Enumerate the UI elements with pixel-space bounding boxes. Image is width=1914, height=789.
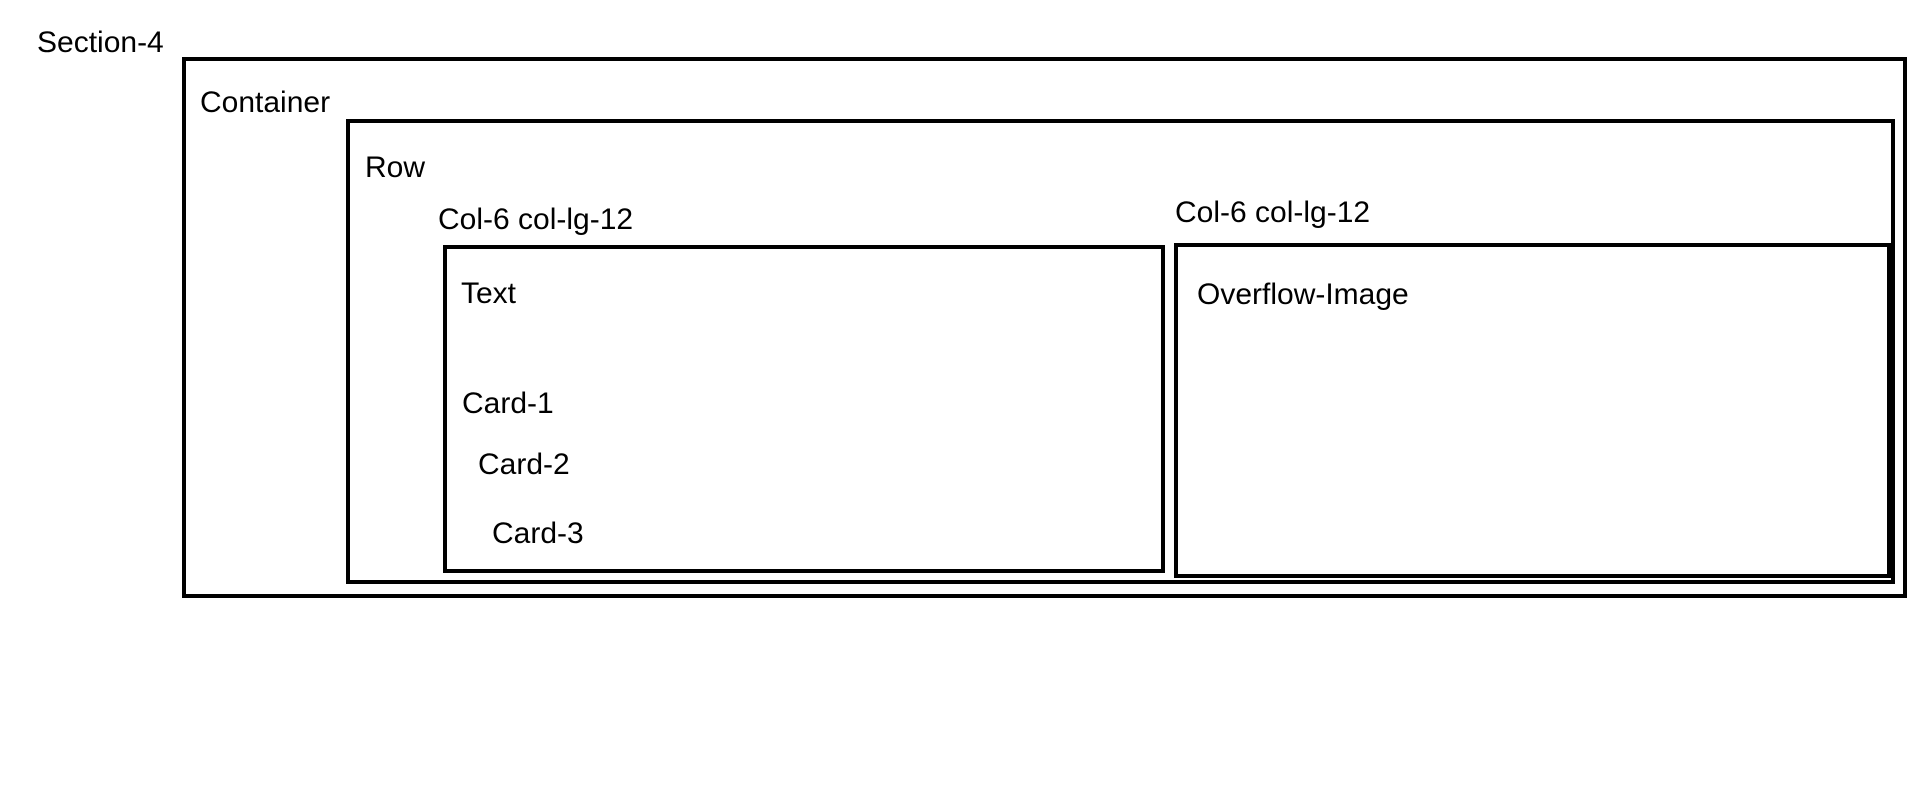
column-2-label: Col-6 col-lg-12	[1175, 196, 1371, 229]
card-3-label: Card-3	[492, 517, 584, 550]
column-2-box	[1174, 243, 1891, 578]
text-block-label: Text	[461, 277, 517, 310]
section-box	[182, 57, 1907, 598]
row-label: Row	[365, 151, 426, 184]
column-1-label: Col-6 col-lg-12	[438, 203, 634, 236]
container-label: Container	[200, 86, 331, 119]
card-2-label: Card-2	[478, 448, 570, 481]
column-1-box	[443, 245, 1165, 573]
overflow-image-label: Overflow-Image	[1197, 278, 1409, 311]
card-1-label: Card-1	[462, 387, 554, 420]
section-label: Section-4	[37, 26, 164, 59]
container-box	[346, 119, 1895, 584]
